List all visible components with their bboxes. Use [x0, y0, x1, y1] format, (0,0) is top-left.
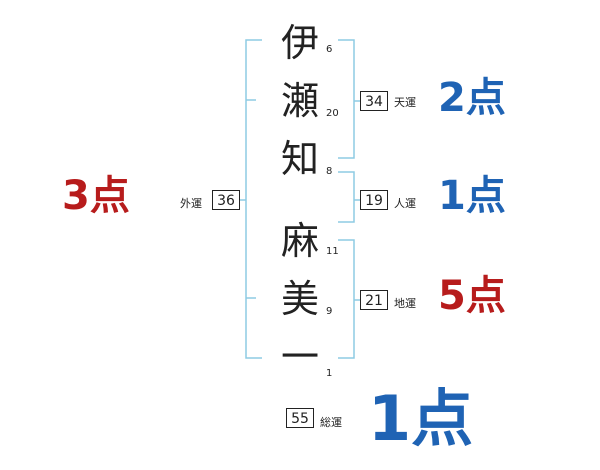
name-char-6: 一	[280, 335, 319, 379]
tenun-bracket	[338, 39, 355, 159]
tenun-label: 天運	[394, 96, 416, 109]
souun-label: 総運	[320, 416, 342, 429]
jinun-bracket	[338, 171, 355, 223]
souun-score: 1点	[368, 382, 474, 455]
jinun-label: 人運	[394, 197, 416, 210]
gaiun-value: 36	[212, 190, 240, 210]
tenun-value: 34	[360, 91, 388, 111]
tenun-score: 2点	[438, 75, 506, 121]
stroke-count-1: 6	[326, 44, 333, 55]
name-char-5: 美	[280, 277, 319, 321]
gaiun-label: 外運	[180, 197, 202, 210]
stroke-count-2: 20	[326, 108, 339, 119]
chiun-value: 21	[360, 290, 388, 310]
stroke-count-4: 11	[326, 246, 339, 257]
souun-value: 55	[286, 408, 314, 428]
chiun-bracket	[338, 239, 355, 359]
name-char-2: 瀬	[280, 79, 319, 123]
outer-bracket	[245, 39, 262, 359]
gaiun-score: 3点	[62, 173, 130, 219]
jinun-value: 19	[360, 190, 388, 210]
stroke-count-5: 9	[326, 306, 333, 317]
chiun-score: 5点	[438, 273, 506, 319]
stroke-count-6: 1	[326, 368, 333, 379]
name-char-4: 麻	[280, 219, 319, 263]
stroke-count-3: 8	[326, 166, 333, 177]
jinun-score: 1点	[438, 173, 506, 219]
name-char-1: 伊	[280, 21, 319, 65]
name-char-3: 知	[280, 137, 319, 181]
chiun-label: 地運	[394, 297, 416, 310]
